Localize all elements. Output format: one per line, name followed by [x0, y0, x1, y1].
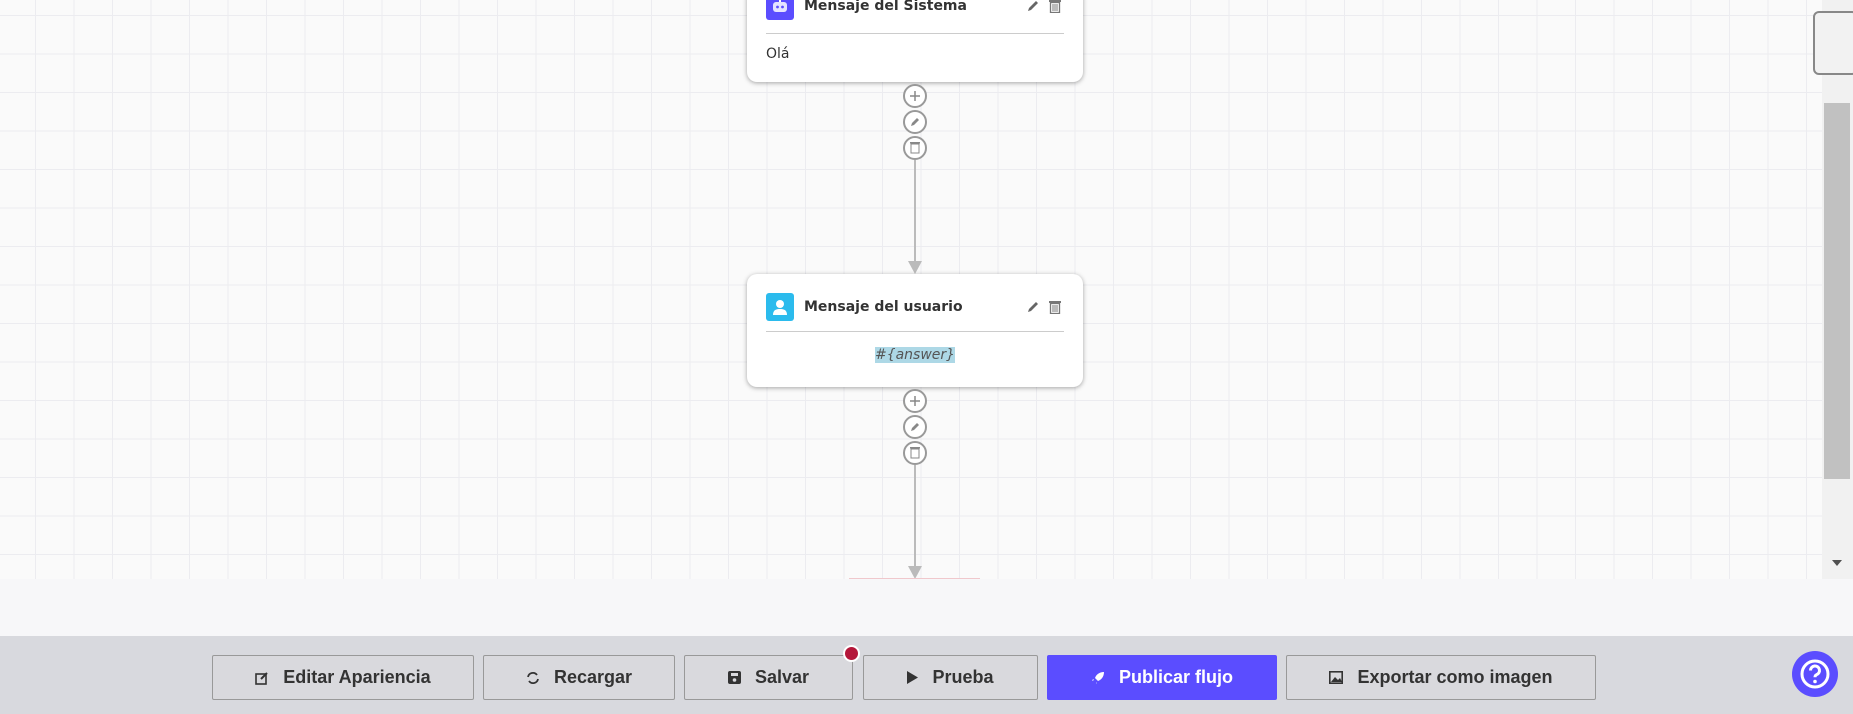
edit-node-icon[interactable] [1024, 0, 1042, 15]
unsaved-changes-badge [843, 645, 860, 662]
delete-node-icon[interactable] [1046, 0, 1064, 15]
refresh-icon [527, 671, 539, 684]
button-label: Publicar flujo [1118, 667, 1233, 687]
edit-appearance-button[interactable]: Editar Apariencia [212, 655, 474, 700]
button-label: Salvar [754, 667, 810, 687]
node-user-message[interactable]: Mensaje del usuario #{answer} [747, 274, 1083, 387]
edit-connection-button[interactable] [903, 415, 927, 439]
play-icon [907, 671, 919, 684]
user-icon [766, 293, 794, 321]
button-label: Prueba [932, 667, 994, 687]
button-label: Exportar como imagen [1357, 667, 1553, 687]
floppy-disk-icon [727, 671, 741, 684]
node-title: Mensaje del usuario [804, 299, 963, 315]
add-node-button[interactable] [903, 389, 927, 413]
delete-node-icon[interactable] [1046, 298, 1064, 316]
help-button[interactable] [1792, 651, 1838, 697]
save-button[interactable]: Salvar [684, 655, 853, 700]
scrollbar-thumb[interactable] [1824, 103, 1850, 479]
export-image-button[interactable]: Exportar como imagen [1286, 655, 1596, 700]
next-node-edge [849, 578, 980, 579]
minimap-panel[interactable] [1813, 11, 1853, 75]
add-node-button[interactable] [903, 84, 927, 108]
node-body: Olá [766, 46, 790, 62]
rocket-icon [1091, 671, 1104, 684]
scroll-down-icon[interactable] [1832, 560, 1842, 566]
image-icon [1329, 671, 1344, 684]
edit-icon [255, 671, 269, 685]
node-system-message[interactable]: Mensaje del Sistema Olá [747, 0, 1083, 82]
edit-node-icon[interactable] [1024, 298, 1042, 316]
publish-flow-button[interactable]: Publicar flujo [1047, 655, 1277, 700]
button-label: Recargar [553, 667, 633, 687]
delete-connection-button[interactable] [903, 441, 927, 465]
bottom-toolbar: Editar Apariencia Recargar Salvar Prueba… [0, 636, 1853, 714]
node-body: #{answer} [874, 347, 956, 363]
reload-button[interactable]: Recargar [483, 655, 675, 700]
edit-connection-button[interactable] [903, 110, 927, 134]
test-button[interactable]: Prueba [863, 655, 1038, 700]
robot-icon [766, 0, 794, 20]
question-circle-icon [1800, 659, 1830, 689]
delete-connection-button[interactable] [903, 136, 927, 160]
button-label: Editar Apariencia [283, 667, 431, 687]
node-title: Mensaje del Sistema [804, 0, 967, 14]
